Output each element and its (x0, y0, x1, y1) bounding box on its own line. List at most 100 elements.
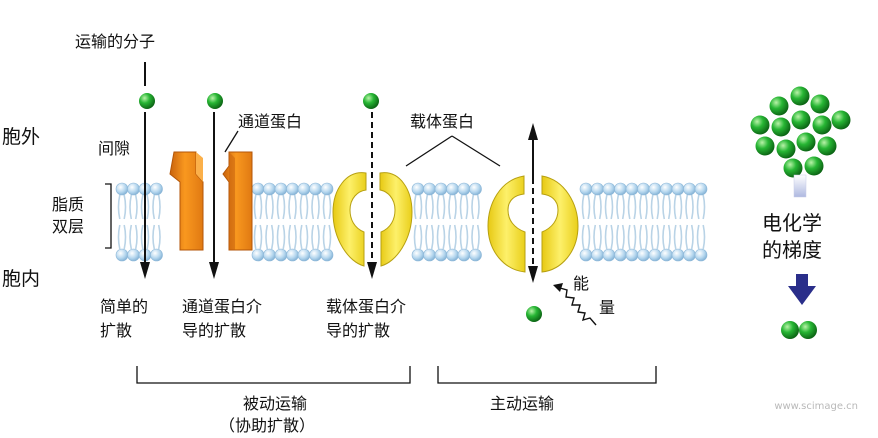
channel-protein-1 (169, 151, 204, 251)
lipid-tail (459, 224, 463, 250)
lipid-tail (316, 194, 320, 220)
gradient-molecule (804, 156, 824, 176)
lipid-head (579, 182, 593, 196)
gradient-molecule (769, 96, 789, 116)
lipid-head (274, 182, 288, 196)
lipid-tail (644, 194, 648, 220)
lipid-head (127, 182, 140, 196)
lipid-tail (157, 224, 161, 250)
lipid-head (671, 248, 685, 262)
lipid-tail (673, 224, 677, 250)
simple-diffusion-arrow (140, 62, 150, 279)
lipid-tail (453, 224, 457, 250)
lipid-tail (117, 194, 121, 220)
transported-molecule-label: 运输的分子 (75, 32, 156, 51)
lipid-tail (152, 224, 156, 250)
lipid-tail (430, 194, 434, 220)
lipid-tail (259, 194, 263, 220)
energy-arrow (553, 283, 597, 326)
lipid-tail (436, 224, 440, 250)
lipid-head (602, 248, 616, 262)
lipid-tail (293, 194, 297, 220)
lipid-tail (616, 224, 620, 250)
lipid-tail (696, 194, 700, 220)
molecule-simple (139, 93, 155, 109)
lipid-tail (627, 194, 631, 220)
lipid-tail (667, 194, 671, 220)
lipid-tail (123, 224, 127, 250)
lipid-head (660, 248, 673, 262)
lipid-head (694, 248, 708, 262)
lipid-head (150, 182, 163, 196)
lipid-head (446, 248, 459, 262)
lipid-tail (459, 194, 463, 220)
lipid-tail (633, 224, 637, 250)
lipid-tail (293, 224, 297, 250)
lipid-tail (152, 194, 156, 220)
gradient-molecule (750, 115, 770, 135)
lipid-head (411, 182, 425, 196)
inside-cell-label: 胞内 (2, 268, 41, 290)
lipid-head (591, 182, 604, 196)
lipid-head (263, 182, 276, 196)
lipid-tail (282, 194, 286, 220)
lipid-tail (442, 224, 446, 250)
lipid-head (637, 248, 650, 262)
lipid-tail (679, 194, 683, 220)
lipid-tail (311, 224, 315, 250)
lipid-tail (265, 194, 269, 220)
molecule-carrier (363, 93, 379, 109)
lipid-head (457, 182, 471, 196)
lipid-tail (650, 224, 654, 250)
channel-protein-label: 通道蛋白 (238, 112, 303, 131)
lipid-head (423, 182, 436, 196)
lipid-head (309, 248, 322, 262)
gradient-arrow (788, 274, 816, 305)
facilitated-diffusion-label: （协助扩散） (219, 416, 316, 435)
gap-label: 间隙 (98, 139, 131, 158)
lipid-tail (425, 224, 429, 250)
lipid-tail (134, 224, 138, 250)
lipid-tail (282, 224, 286, 250)
molecules (139, 93, 542, 322)
lipid-tail (134, 194, 138, 220)
lipid-tail (581, 194, 585, 220)
lipid-tail (679, 224, 683, 250)
lipid-tail (413, 194, 417, 220)
lipid-head (297, 182, 311, 196)
lipid-tail (690, 194, 694, 220)
lipid-tail (453, 194, 457, 220)
lipid-head (115, 182, 129, 196)
lipid-tail (442, 194, 446, 220)
lipid-head (309, 182, 322, 196)
lipid-head (251, 248, 265, 262)
lipid-tail (673, 194, 677, 220)
lipid-tail (270, 224, 274, 250)
lipid-tail (662, 194, 666, 220)
gradient-molecule (831, 110, 851, 130)
gradient-molecule-cluster (750, 86, 851, 178)
lipid-tail (146, 194, 150, 220)
carrier-protein-1 (332, 172, 413, 267)
lipid-head (469, 248, 482, 262)
lipid-tail (328, 224, 332, 250)
lipid-tail (610, 194, 614, 220)
lipid-tail (425, 194, 429, 220)
lipid-tail (430, 224, 434, 250)
lipid-head (671, 182, 685, 196)
lipid-tail (685, 224, 689, 250)
lipid-tail (604, 194, 608, 220)
lipid-head (274, 248, 288, 262)
channel-protein-2 (222, 151, 253, 251)
lipid-head (637, 182, 650, 196)
lipid-head (320, 248, 334, 262)
lipid-tail (322, 224, 326, 250)
lipid-head (683, 182, 696, 196)
lipid-head (614, 182, 627, 196)
carrier-mediated-label-line2: 导的扩散 (326, 321, 391, 340)
molecule-channel (207, 93, 223, 109)
lipid-head (660, 182, 673, 196)
lipid-tail (633, 194, 637, 220)
outside-cell-label: 胞外 (2, 126, 41, 148)
